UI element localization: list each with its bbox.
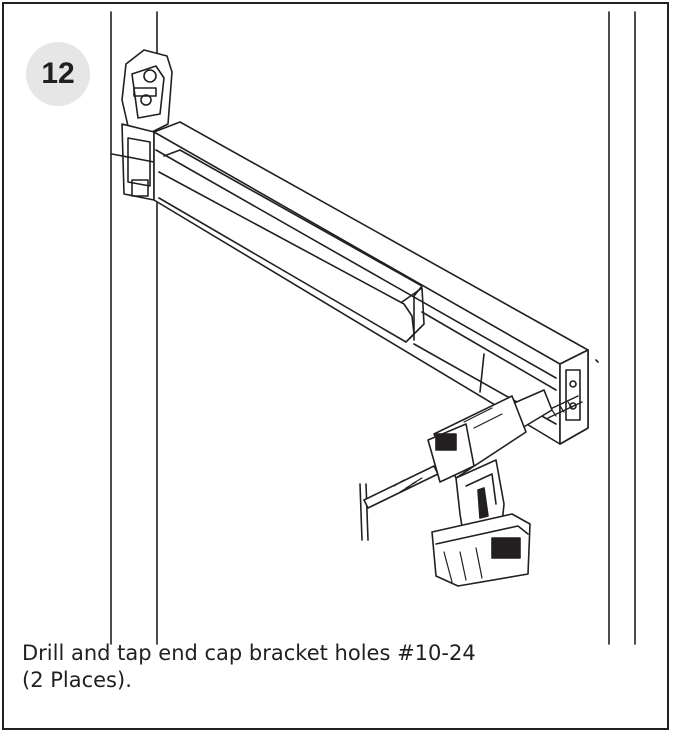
step-number-badge: 12: [26, 42, 90, 106]
cordless-drill: [427, 389, 583, 587]
instruction-line-1: Drill and tap end cap bracket holes #10-…: [22, 641, 476, 665]
exit-device-push-bar: [153, 121, 599, 445]
instruction-line-2: (2 Places).: [22, 668, 132, 692]
tap-wrench: [359, 463, 449, 541]
installation-illustration: [110, 11, 636, 645]
instruction-caption: Drill and tap end cap bracket holes #10-…: [22, 640, 642, 694]
